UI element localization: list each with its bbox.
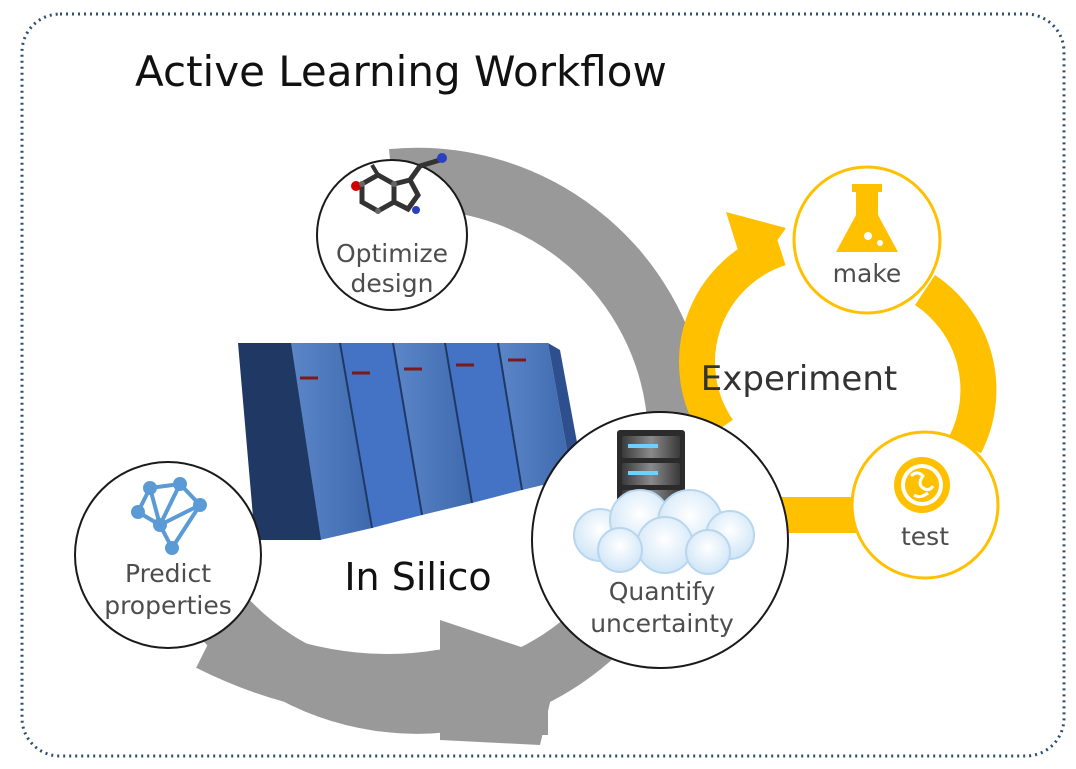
in-silico-label: In Silico: [344, 555, 491, 599]
flask-icon: [836, 184, 898, 252]
predict-label-line2: properties: [104, 591, 232, 620]
predict-label-line1: Predict: [125, 559, 211, 588]
optimize-label-line2: design: [351, 269, 434, 298]
molecule-icon: [351, 153, 447, 214]
make-label: make: [833, 259, 902, 288]
server-cloud-icon: [573, 430, 755, 575]
quantify-label-line1: Quantify: [609, 577, 716, 606]
experiment-label: Experiment: [701, 359, 897, 399]
make-node: make: [792, 165, 942, 315]
petri-dish-icon: [894, 457, 950, 513]
diagram-frame: [20, 12, 1066, 758]
quantify-uncertainty-node: Quantify uncertainty: [531, 411, 789, 669]
test-node: test: [850, 430, 1000, 580]
test-label: test: [901, 522, 949, 551]
diagram-title: Active Learning Workflow: [135, 47, 667, 96]
optimize-design-node: Optimize design: [316, 153, 468, 311]
predict-properties-node: Predict properties: [74, 461, 262, 649]
optimize-label-line1: Optimize: [336, 239, 448, 268]
supercomputer-icon: [238, 342, 583, 541]
yellow-arrowhead: [726, 212, 786, 282]
quantify-label-line2: uncertainty: [590, 609, 734, 638]
